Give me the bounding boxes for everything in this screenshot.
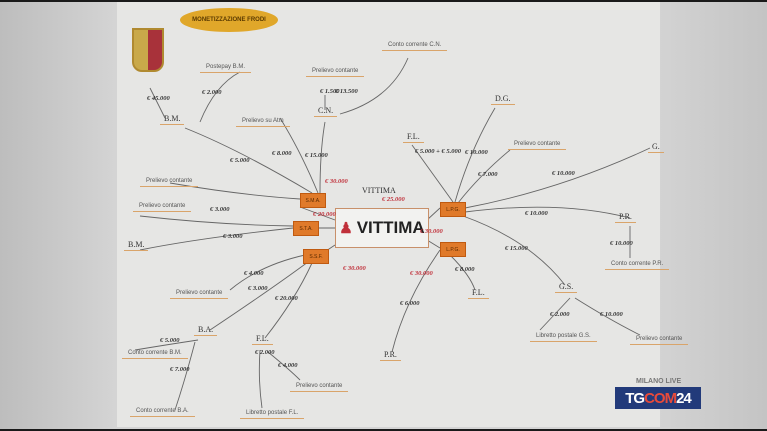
- account-node: Conto corrente B.A.: [130, 408, 195, 417]
- logo-part: COM: [644, 389, 677, 407]
- amount-label: € 2.000: [550, 311, 570, 318]
- account-node: Prelievo contante: [290, 383, 349, 392]
- amount-label: € 10.000: [552, 170, 575, 177]
- person-node: F.L.: [403, 132, 424, 143]
- box-node: S.S.F.: [303, 249, 329, 264]
- amount-label: € 3.000: [210, 206, 230, 213]
- person-node: G.S.: [555, 282, 578, 293]
- person-node: B.A.: [194, 325, 218, 336]
- person-node: F.L.: [252, 334, 273, 345]
- amount-label: € 7.000: [478, 171, 498, 178]
- person-node: P.R.: [615, 212, 636, 223]
- live-label: MILANO LIVE: [636, 378, 682, 385]
- person-node: F.L.: [468, 288, 489, 299]
- account-node: Prelievo contante: [170, 290, 229, 299]
- person-icon: ♟: [339, 220, 353, 237]
- amount-label: € 45.000: [147, 95, 170, 102]
- account-node: Prelievo contante: [508, 141, 567, 150]
- amount-label: € 15.000: [305, 152, 328, 159]
- person-node: B.M.: [160, 114, 185, 125]
- box-node: L.P.G.: [440, 242, 466, 257]
- logo-part: 24: [676, 389, 692, 407]
- account-node: Prelievo su Atm: [236, 118, 290, 127]
- account-node: Prelievo contante: [133, 203, 192, 212]
- amount-label: € 7.000: [170, 366, 190, 373]
- amount-label: € 10.000: [465, 149, 488, 156]
- amount-label: € 5.000: [230, 157, 250, 164]
- amount-label: € 10.000: [610, 240, 633, 247]
- amount-label: € 3.000: [248, 285, 268, 292]
- amount-label-red: € 30.000: [325, 178, 348, 185]
- amount-label: € 8.000: [272, 150, 292, 157]
- amount-label-red: € 30.000: [420, 228, 443, 235]
- account-node: Postepay B.M.: [200, 64, 252, 73]
- victim-box: ♟ VITTIMA: [335, 208, 429, 248]
- person-node: D.G.: [491, 94, 515, 105]
- victim-label: VITTIMA: [356, 218, 425, 237]
- account-node: Prelievo contante: [306, 68, 365, 77]
- person-node: C.N.: [314, 106, 338, 117]
- person-node: B.M.: [124, 240, 149, 251]
- account-node: Conto corrente C.N.: [382, 42, 448, 51]
- amount-label: € 8.000: [455, 266, 475, 273]
- logo-part: TG: [625, 389, 645, 407]
- account-node: Prelievo contante: [140, 178, 199, 187]
- amount-label: € 5.000 + € 5.000: [415, 148, 461, 155]
- person-node: P.R.: [380, 350, 401, 361]
- amount-label: € 15.000: [505, 245, 528, 252]
- amount-label-red: € 30.000: [343, 265, 366, 272]
- amount-label: € 5.000: [160, 337, 180, 344]
- amount-label: € 4.000: [244, 270, 264, 277]
- account-node: Conto corrente B.M.: [122, 350, 188, 359]
- account-node: Prelievo contante: [630, 336, 689, 345]
- account-node: Libretto postale F.L.: [240, 410, 305, 419]
- diagram-title: MONETIZZAZIONE FRODI: [180, 8, 278, 32]
- amount-label: € 20.000: [275, 295, 298, 302]
- amount-label-red: € 20.000: [313, 211, 336, 218]
- box-node: S.T.A.: [293, 221, 319, 236]
- amount-label: € 3.000: [223, 233, 243, 240]
- box-node: L.P.G.: [440, 202, 466, 217]
- amount-label: € 10.000: [525, 210, 548, 217]
- account-node: Conto corrente P.R.: [605, 261, 670, 270]
- amount-label: € 2.000: [255, 349, 275, 356]
- amount-label-red: € 25.000: [382, 196, 405, 203]
- amount-label: € 13.500: [335, 88, 358, 95]
- amount-label: € 6.000: [400, 300, 420, 307]
- police-emblem: [132, 28, 164, 72]
- account-node: Libretto postale G.S.: [530, 333, 597, 342]
- box-node: S.M.A.: [300, 193, 326, 208]
- amount-label: € 2.000: [202, 89, 222, 96]
- person-node: G.: [648, 142, 664, 153]
- victim-top-label: VITTIMA: [362, 186, 396, 195]
- amount-label: € 10.000: [600, 311, 623, 318]
- amount-label: € 4.000: [278, 362, 298, 369]
- amount-label-red: € 30.000: [410, 270, 433, 277]
- amount-label: € 1.500: [320, 88, 340, 95]
